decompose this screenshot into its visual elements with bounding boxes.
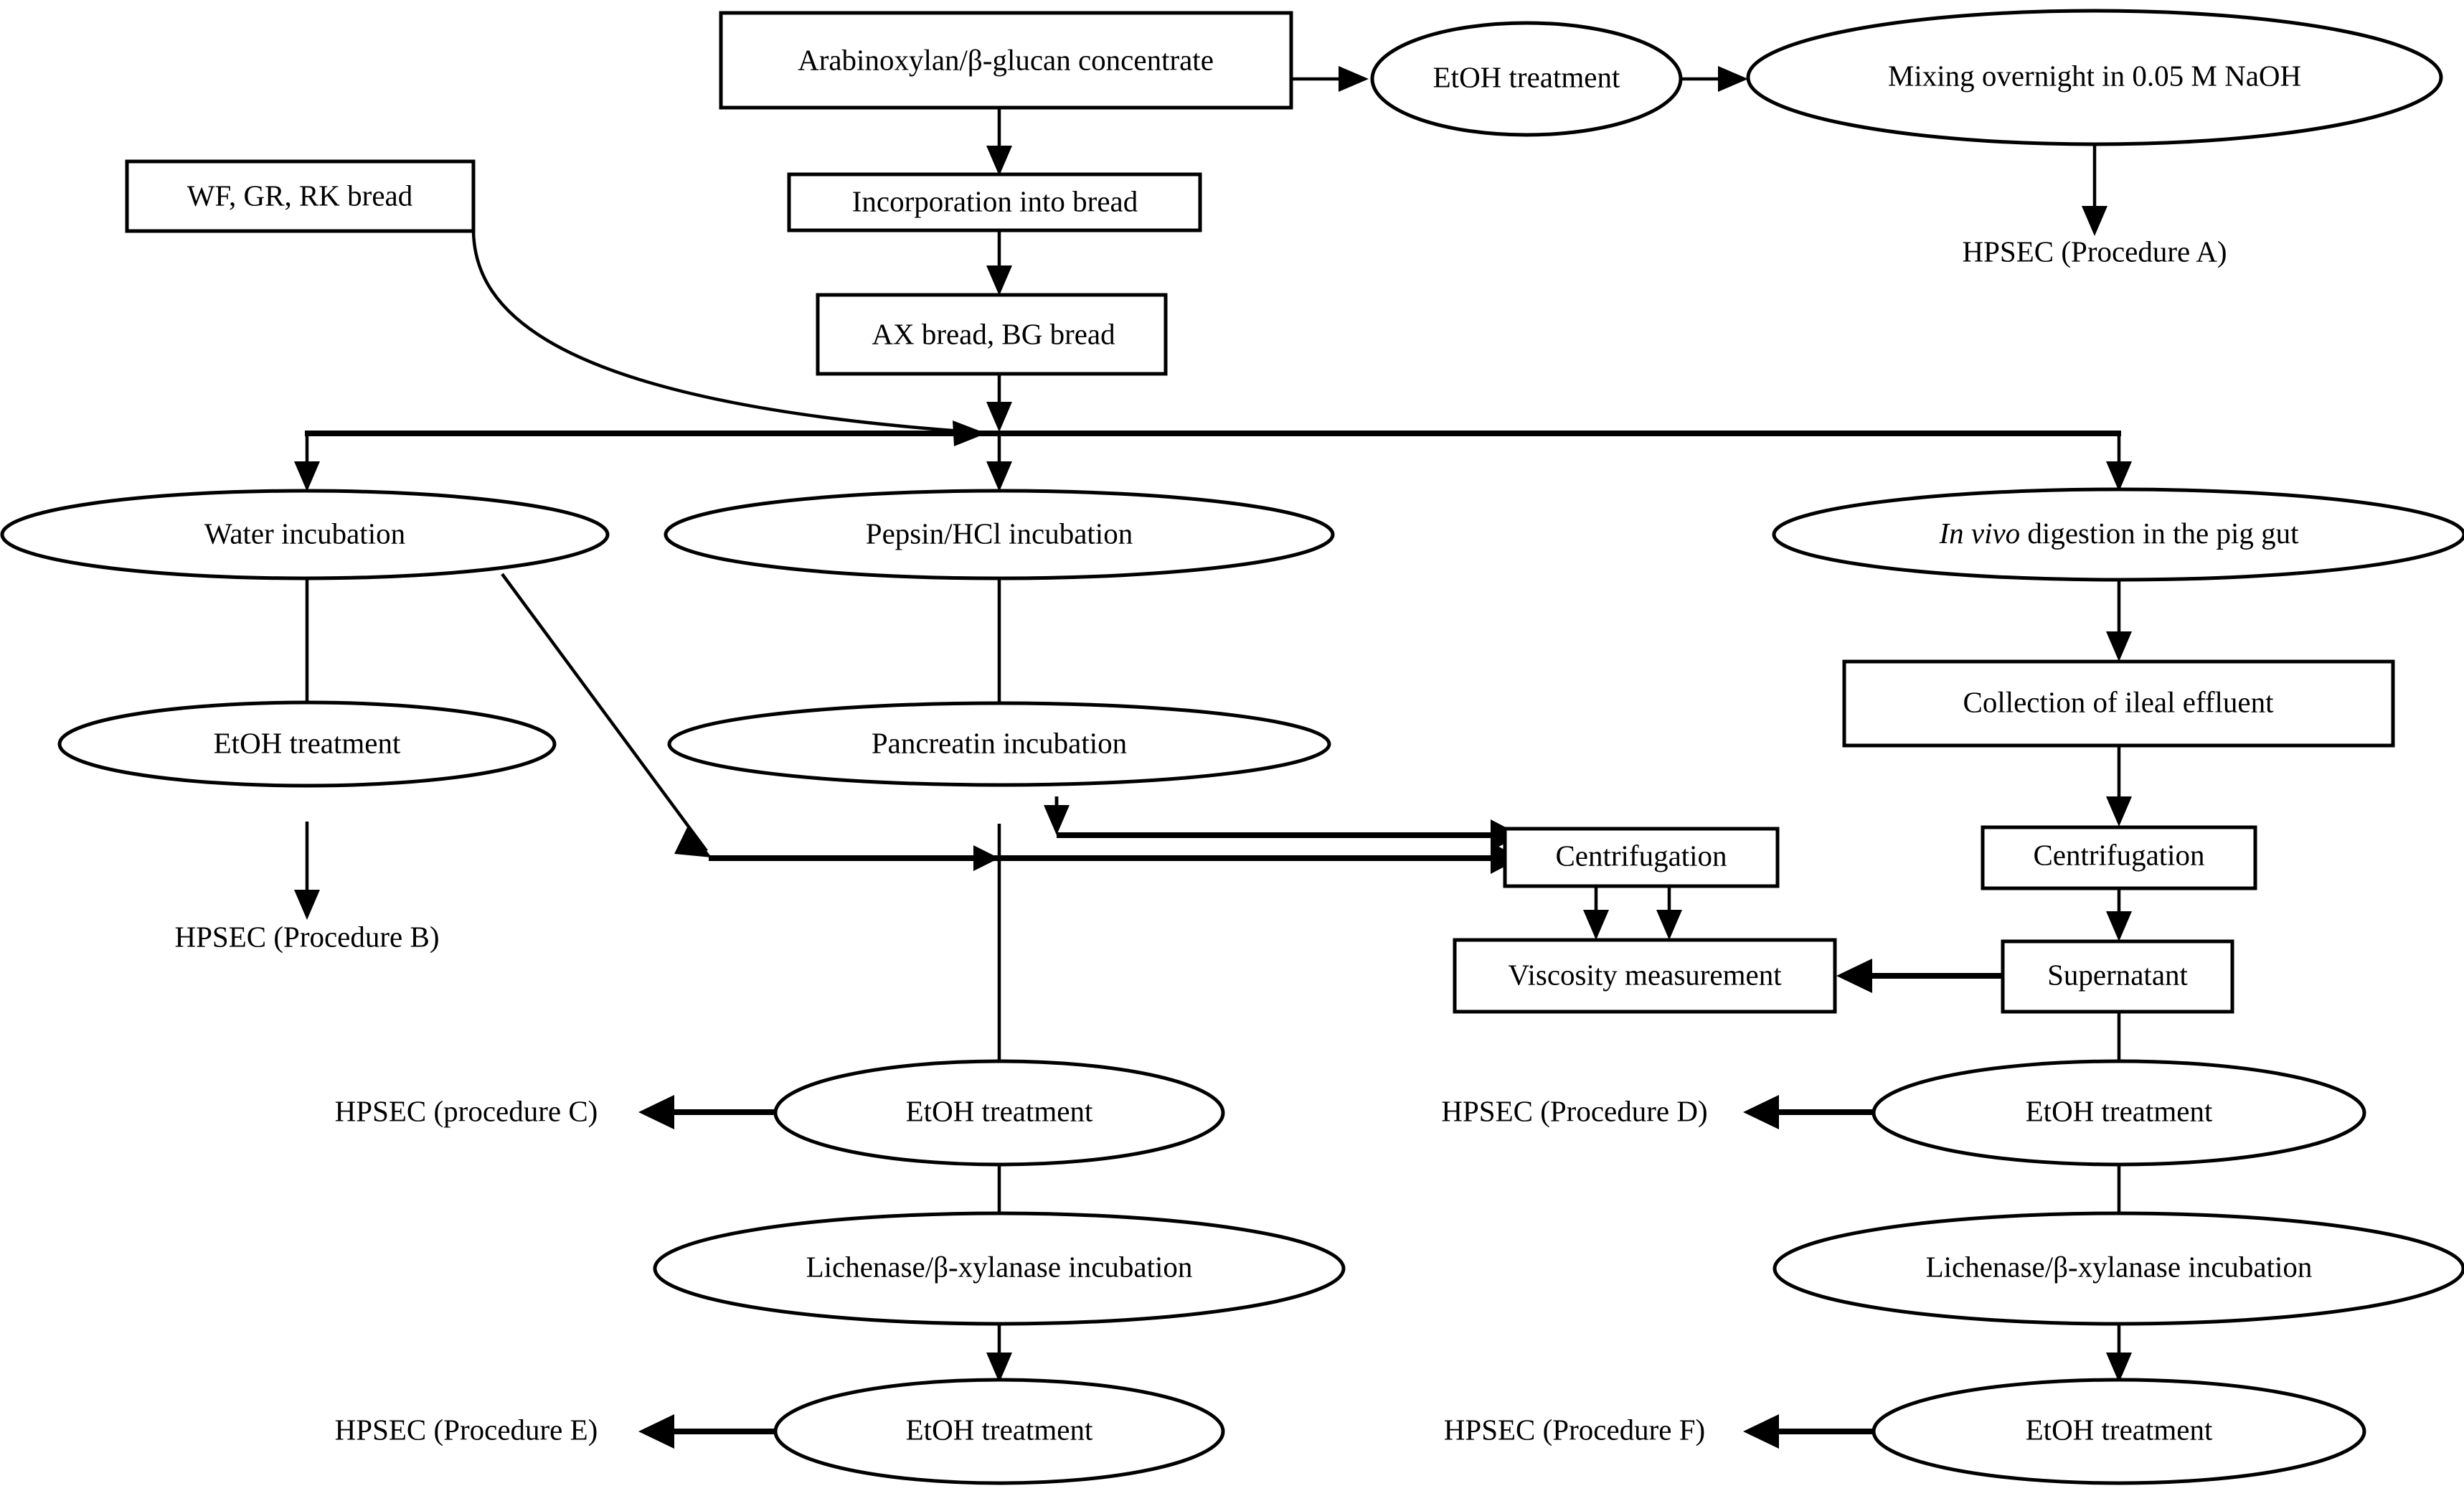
node-etoh-treatment-mid-1[interactable]: EtOH treatment (773, 1059, 1225, 1167)
in-vivo-italic: In vivo (1938, 517, 2020, 550)
node-etoh-treatment-mid-2-label: EtOH treatment (906, 1413, 1093, 1446)
terminal-hpsec-e: HPSEC (Procedure E) (335, 1413, 598, 1446)
node-mixing-naoh-label: Mixing overnight in 0.05 M NaOH (1888, 59, 2301, 92)
node-bread-types[interactable]: WF, GR, RK bread (125, 159, 476, 233)
edge-supernatant-to-viscosity (1836, 959, 2023, 993)
node-etoh-treatment-left-label: EtOH treatment (214, 726, 401, 759)
node-viscosity-measurement-label: Viscosity measurement (1508, 958, 1782, 991)
edge-water-to-centrifugation (501, 573, 1521, 874)
edge-lichenase-right-to-etoh-right2 (2106, 1322, 2132, 1383)
node-collection-ileal-label: Collection of ileal effluent (1963, 685, 2274, 718)
node-etoh-treatment-top[interactable]: EtOH treatment (1370, 21, 1683, 137)
in-vivo-rest: digestion in the pig gut (2020, 517, 2299, 550)
node-viscosity-measurement[interactable]: Viscosity measurement (1453, 938, 1837, 1014)
edge-incorporation-to-ax-bg (986, 230, 1012, 296)
distribution-bus (294, 431, 2132, 491)
node-in-vivo-digestion[interactable]: In vivo digestion in the pig gut (1772, 487, 2464, 582)
node-ax-bg-bread[interactable]: AX bread, BG bread (816, 293, 1168, 376)
node-supernatant[interactable]: Supernatant (2001, 939, 2234, 1014)
node-incorporation-label: Incorporation into bread (852, 184, 1138, 217)
edge-etoh-mid-to-hpsec-c (638, 1095, 776, 1129)
node-lichenase-mid-label: Lichenase/β-xylanase incubation (806, 1250, 1193, 1283)
edge-pancreatin-to-etoh-mid (986, 824, 1012, 1092)
node-water-incubation-label: Water incubation (204, 517, 405, 550)
edge-centrifugation-right-to-supernatant (2106, 886, 2132, 941)
edge-concentrate-to-etoh-top (1291, 66, 1369, 92)
node-centrifugation-mid[interactable]: Centrifugation (1503, 827, 1780, 888)
terminal-hpsec-a: HPSEC (Procedure A) (1963, 235, 2227, 268)
edge-etoh-right-to-hpsec-d (1743, 1095, 1874, 1129)
terminal-hpsec-d: HPSEC (Procedure D) (1441, 1094, 1707, 1127)
node-etoh-treatment-right-2-label: EtOH treatment (2026, 1413, 2213, 1446)
node-etoh-treatment-mid-1-label: EtOH treatment (906, 1094, 1093, 1127)
edge-etoh-top-to-mixing (1681, 66, 1748, 92)
node-pancreatin-incubation-label: Pancreatin incubation (872, 726, 1127, 759)
node-lichenase-right-label: Lichenase/β-xylanase incubation (1926, 1250, 2313, 1283)
node-collection-ileal[interactable]: Collection of ileal effluent (1842, 659, 2395, 748)
node-layer: Arabinoxylan/β-glucan concentrate EtOH t… (0, 9, 2464, 1485)
node-in-vivo-digestion-label: In vivo digestion in the pig gut (1938, 517, 2299, 550)
edge-etoh-mid2-to-hpsec-e (638, 1414, 776, 1449)
edge-etoh-right2-to-hpsec-f (1743, 1414, 1874, 1449)
node-etoh-treatment-right-2[interactable]: EtOH treatment (1871, 1378, 2366, 1485)
edge-concentrate-to-incorporation (986, 108, 1012, 176)
node-mixing-naoh[interactable]: Mixing overnight in 0.05 M NaOH (1746, 9, 2443, 146)
node-pancreatin-incubation[interactable]: Pancreatin incubation (667, 701, 1331, 787)
node-bread-types-label: WF, GR, RK bread (187, 179, 412, 212)
node-etoh-treatment-right-1-label: EtOH treatment (2026, 1094, 2213, 1127)
node-concentrate[interactable]: Arabinoxylan/β-glucan concentrate (719, 11, 1293, 110)
terminal-hpsec-b: HPSEC (Procedure B) (175, 920, 440, 953)
node-water-incubation[interactable]: Water incubation (0, 489, 610, 580)
terminal-hpsec-c: HPSEC (procedure C) (335, 1094, 598, 1127)
node-etoh-treatment-mid-2[interactable]: EtOH treatment (773, 1378, 1225, 1485)
node-etoh-treatment-left[interactable]: EtOH treatment (57, 700, 557, 788)
terminal-hpsec-f: HPSEC (Procedure F) (1444, 1413, 1705, 1446)
edge-invivo-to-collection (2106, 574, 2132, 662)
node-centrifugation-right[interactable]: Centrifugation (1981, 825, 2257, 890)
node-pepsin-incubation[interactable]: Pepsin/HCl incubation (664, 489, 1335, 580)
edge-ax-bg-to-bus (986, 374, 1012, 432)
edge-etoh-left-to-hpsec-b (294, 822, 320, 920)
edge-lichenase-to-etoh-mid2 (986, 1322, 1012, 1383)
edge-centrifugation-to-viscosity (1583, 885, 1682, 940)
node-ax-bg-bread-label: AX bread, BG bread (872, 317, 1115, 350)
node-supernatant-label: Supernatant (2047, 958, 2188, 991)
node-centrifugation-right-label: Centrifugation (2033, 838, 2204, 871)
node-etoh-treatment-right-1[interactable]: EtOH treatment (1871, 1059, 2366, 1167)
node-centrifugation-mid-label: Centrifugation (1555, 839, 1727, 872)
node-concentrate-label: Arabinoxylan/β-glucan concentrate (798, 43, 1214, 76)
node-lichenase-right[interactable]: Lichenase/β-xylanase incubation (1773, 1211, 2464, 1326)
node-lichenase-mid[interactable]: Lichenase/β-xylanase incubation (653, 1211, 1346, 1326)
node-incorporation[interactable]: Incorporation into bread (787, 172, 1202, 232)
edge-collection-to-centrifugation-right (2106, 745, 2132, 827)
node-pepsin-incubation-label: Pepsin/HCl incubation (866, 517, 1133, 550)
node-etoh-treatment-top-label: EtOH treatment (1433, 60, 1620, 93)
edge-pancreatin-to-centrifugation (1044, 796, 1521, 851)
